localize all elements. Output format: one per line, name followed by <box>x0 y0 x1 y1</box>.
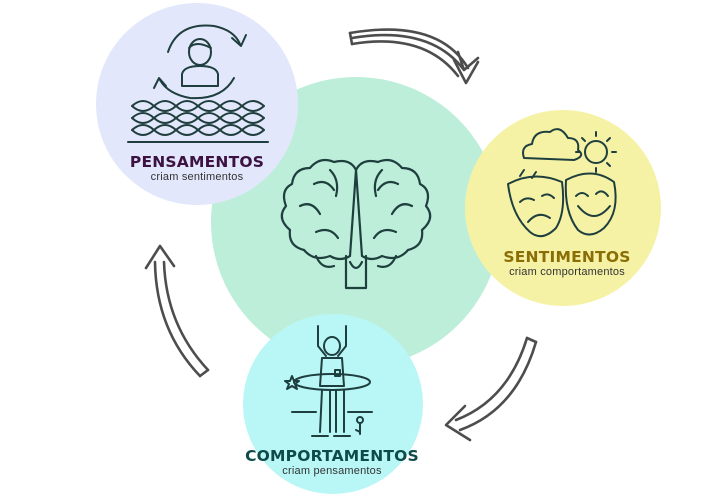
feelings-label: SENTIMENTOS criam comportamentos <box>447 249 687 279</box>
arrow-feelings-to-behaviors-icon <box>444 336 538 442</box>
thoughts-subtitle: criam sentimentos <box>150 171 244 183</box>
behaviors-title: COMPORTAMENTOS <box>245 447 419 465</box>
feelings-title: SENTIMENTOS <box>503 248 631 266</box>
thoughts-title: PENSAMENTOS <box>129 153 265 171</box>
arrow-thoughts-to-feelings-icon <box>348 28 480 85</box>
thoughts-label: PENSAMENTOS criam sentimentos <box>77 154 317 184</box>
feelings-subtitle: criam comportamentos <box>509 266 625 278</box>
behaviors-circle <box>243 314 423 494</box>
arrow-behaviors-to-thoughts-icon <box>144 244 210 378</box>
behaviors-label: COMPORTAMENTOS criam pensamentos <box>212 448 452 478</box>
behaviors-subtitle: criam pensamentos <box>282 465 382 477</box>
